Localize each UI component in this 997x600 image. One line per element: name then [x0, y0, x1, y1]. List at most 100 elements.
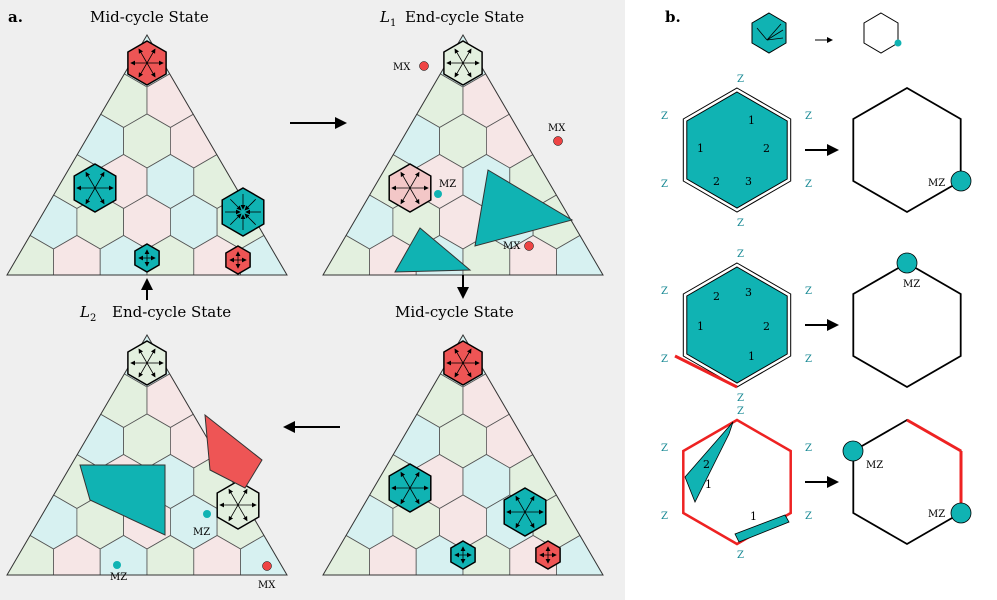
lattice-hex [7, 413, 31, 469]
flow-arrow [146, 62, 156, 78]
flow-arrow [454, 62, 464, 78]
lattice-hex [392, 35, 441, 88]
lattice-hex [170, 576, 217, 600]
stabilizer-region [474, 169, 574, 247]
lattice-hex [263, 494, 287, 550]
z-label: Z [661, 511, 668, 522]
z-label: Z [661, 286, 668, 297]
flow-arrow [237, 504, 248, 522]
z-label: Z [661, 443, 668, 454]
flow-arrow [400, 187, 411, 205]
flow-arrow [138, 48, 148, 64]
lattice-hex [30, 576, 77, 600]
lattice-hex [323, 235, 324, 275]
lattice-hex [579, 113, 603, 169]
z-label: Z [737, 218, 744, 229]
lattice-hex [556, 373, 603, 428]
title-bottom-right: Mid-cycle State [395, 303, 514, 321]
title-bottom-left-subscript: 2 [90, 313, 96, 324]
lattice-hex [286, 154, 287, 209]
flow-arrow [515, 511, 526, 529]
lattice-hex [393, 576, 440, 600]
z-label: Z [805, 111, 812, 122]
mx-marker-bottom [524, 241, 534, 251]
flow-arrow [462, 362, 472, 378]
lattice-hex [193, 73, 241, 128]
lattice-hex [0, 276, 30, 330]
lattice-hex [7, 235, 8, 275]
lattice-hex [345, 413, 394, 469]
mz-label-center: MZ [439, 179, 456, 190]
lattice-hex [240, 73, 287, 128]
lattice-hex [602, 154, 603, 209]
lattice-hex [29, 413, 78, 469]
lattice-hex [53, 373, 101, 428]
lattice-hex [7, 154, 8, 209]
z-label: Z [805, 179, 812, 190]
mz-label-bl-bottom: MZ [110, 572, 127, 583]
red-edge [906, 418, 962, 453]
highlight-plaquette [503, 487, 547, 537]
mz-label: MZ [928, 178, 945, 189]
partial-stabilizer [734, 514, 790, 543]
lattice-hex [124, 576, 171, 600]
lattice-hex [217, 576, 264, 600]
lattice-hex [240, 373, 287, 428]
lattice-hex [533, 276, 580, 330]
flow-arrow [94, 171, 105, 189]
lattice-hex [533, 576, 580, 600]
result-hex [852, 86, 962, 214]
highlight-plaquette [443, 340, 483, 386]
lattice-hex [76, 335, 124, 388]
lattice-hex [7, 535, 8, 575]
highlight-plaquette [225, 245, 251, 275]
mx-label-bl-bottom: MX [258, 580, 276, 591]
lattice-hex [193, 373, 241, 428]
title-top-right-subscript: 1 [390, 18, 396, 29]
flow-arrow [462, 348, 472, 364]
lattice-hex [486, 576, 533, 600]
flow-arrow [244, 198, 257, 211]
lattice-border [6, 34, 288, 276]
flow-arrow [409, 471, 420, 489]
path-number: 1 [705, 478, 712, 491]
lattice-border [322, 334, 604, 576]
lattice-hex [323, 454, 370, 509]
z-label: Z [737, 249, 744, 260]
lattice-hex [311, 276, 358, 330]
highlight-plaquette [388, 463, 432, 513]
flow-arrow [400, 487, 411, 505]
highlight-plaquette [216, 480, 260, 530]
highlight-plaquette [388, 163, 432, 213]
lattice-hex [345, 113, 394, 169]
flow-arrow [409, 187, 420, 205]
lattice-hex [253, 276, 300, 330]
z-label: Z [737, 393, 744, 404]
path-number: 1 [750, 510, 757, 523]
lattice-hex [76, 35, 124, 88]
mx-label-top: MX [393, 62, 411, 73]
lattice-hex [323, 154, 370, 209]
lattice-hex [311, 576, 358, 600]
mz-label: MZ [903, 279, 920, 290]
lattice-hex [263, 413, 287, 469]
panel-a: a. Mid-cycle State L 1 End-cycle State L… [0, 0, 625, 600]
lattice-hex [579, 494, 603, 550]
lattice-hex [369, 373, 417, 428]
red-edge [674, 354, 738, 389]
lattice-hex [286, 535, 287, 575]
lattice-hex [7, 454, 8, 509]
lattice-hex [7, 154, 54, 209]
result-hex [852, 261, 962, 389]
highlight-plaquette [127, 40, 167, 86]
lattice-hex [286, 235, 287, 275]
highlight-plaquette [450, 540, 476, 570]
path-number: 2 [713, 290, 720, 303]
lattice-hex [556, 454, 603, 509]
path-number: 1 [697, 142, 704, 155]
z-label: Z [661, 354, 668, 365]
lattice-hex [286, 454, 287, 509]
stabilizer-hex [686, 91, 788, 209]
